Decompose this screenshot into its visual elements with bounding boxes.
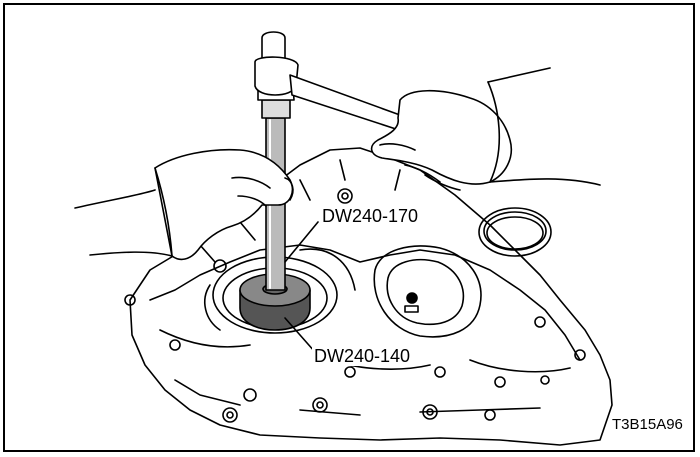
- callout-label-dw240-170: DW240-170: [320, 206, 421, 226]
- oil-seal-ring: [478, 207, 552, 257]
- callout-label-dw240-140: DW240-140: [312, 346, 413, 366]
- hammer: [254, 31, 406, 133]
- case-bolt-holes: [124, 188, 586, 423]
- left-hand: [74, 148, 294, 261]
- right-bore: [373, 245, 482, 338]
- figure-code: T3B15A96: [612, 416, 683, 433]
- right-hand: [370, 67, 601, 191]
- leader-line-lower: [284, 317, 316, 353]
- leader-line-upper: [284, 221, 319, 263]
